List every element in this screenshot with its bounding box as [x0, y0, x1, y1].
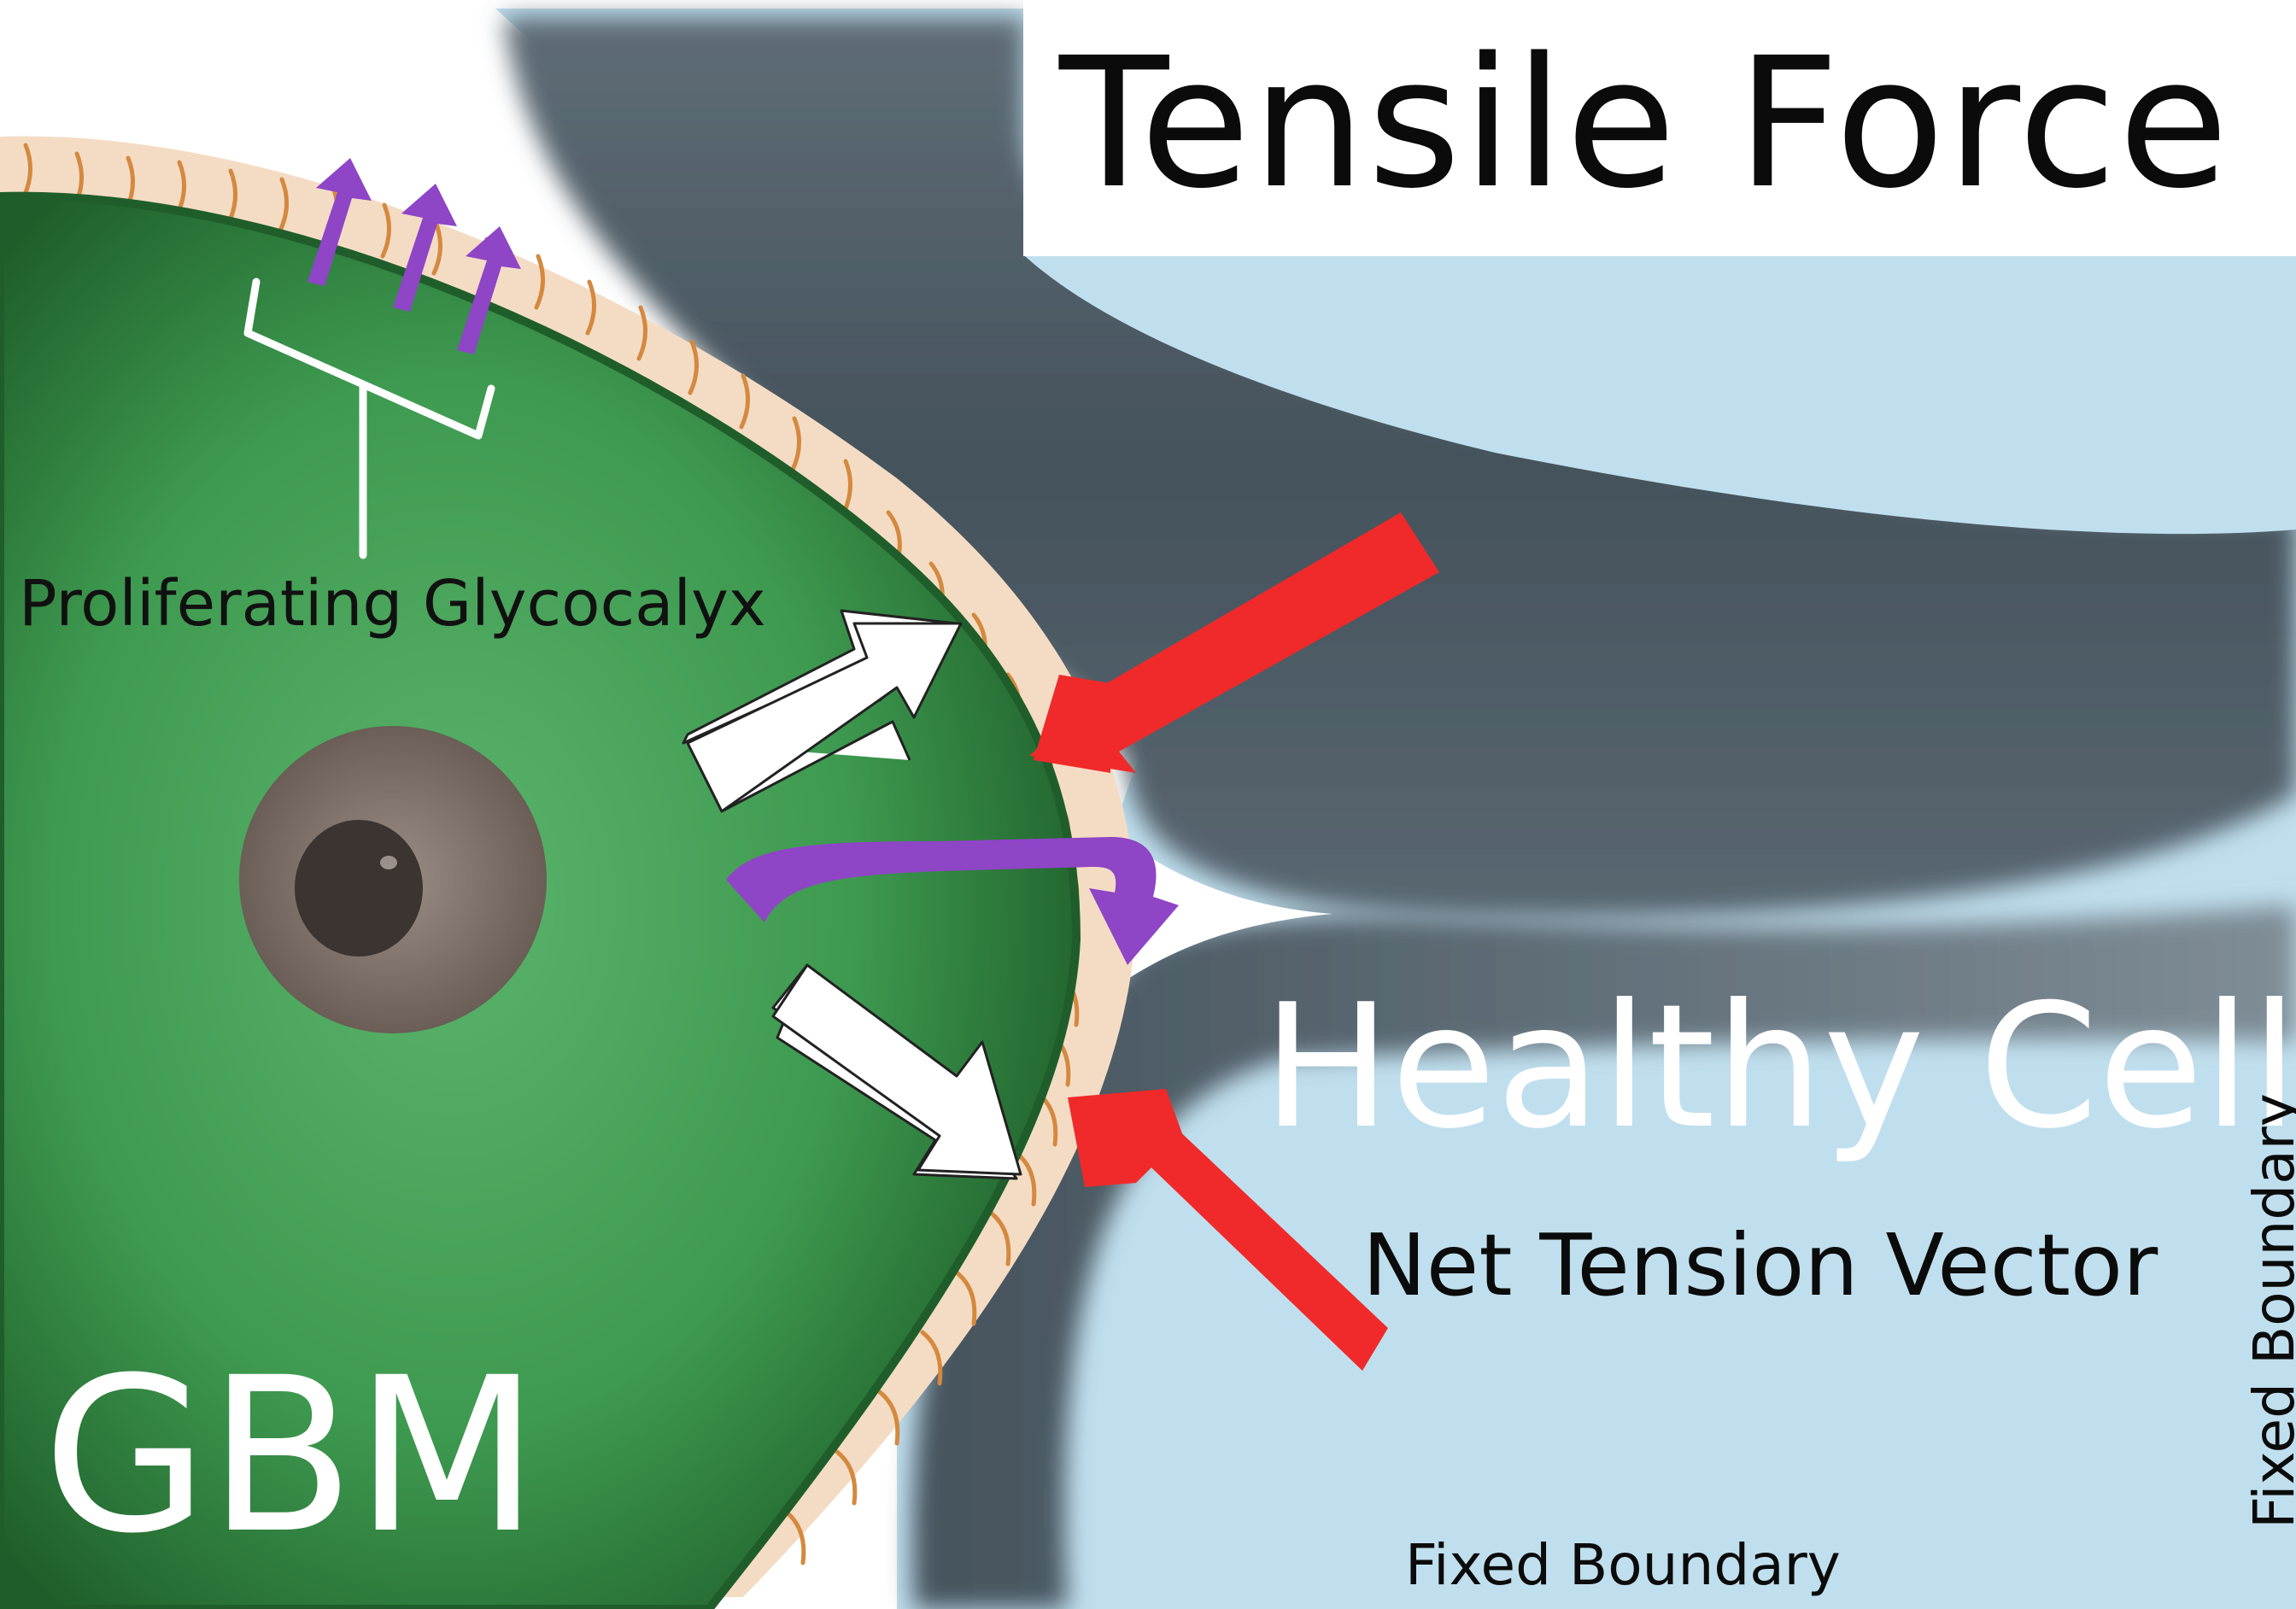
fixed-boundary-right-label: Fixed Boundary [2241, 1093, 2296, 1529]
tension-arrow-upper-head [1034, 675, 1136, 773]
title-box [1023, 0, 2296, 256]
healthy-cell-upper-membrane [504, 17, 2296, 919]
expansion-arrow-lower [771, 963, 1022, 1176]
diagram-title: Tensile Force [1059, 19, 2231, 228]
gbm-label: GBM [43, 1331, 539, 1580]
healthy-cell-upper-interior [1025, 256, 2296, 535]
glycocalyx-bracket [243, 278, 495, 559]
tension-arrow-lower-head [1068, 1089, 1183, 1187]
gbm-nucleolus [295, 820, 423, 957]
healthy-cell-label: Healthy Cell [1262, 968, 2296, 1167]
proliferating-glycocalyx-label: Proliferating Glycocalyx [19, 567, 766, 641]
expansion-arrow-upper-body [686, 622, 963, 813]
glycocalyx-growth-arrows [308, 158, 521, 354]
fixed-boundary-bottom-label: Fixed Boundary [1405, 1532, 1841, 1598]
nucleolus-highlight [380, 856, 397, 869]
tension-arrow-upper-shaft [1085, 512, 1426, 739]
glycocalyx-push-arrow [726, 837, 1179, 965]
net-tension-vector-label: Net Tension Vector [1362, 1215, 2158, 1315]
healthy-cell-lower-membrane [912, 905, 2296, 1609]
tension-arrow-lower-shaft [1132, 1110, 1388, 1371]
